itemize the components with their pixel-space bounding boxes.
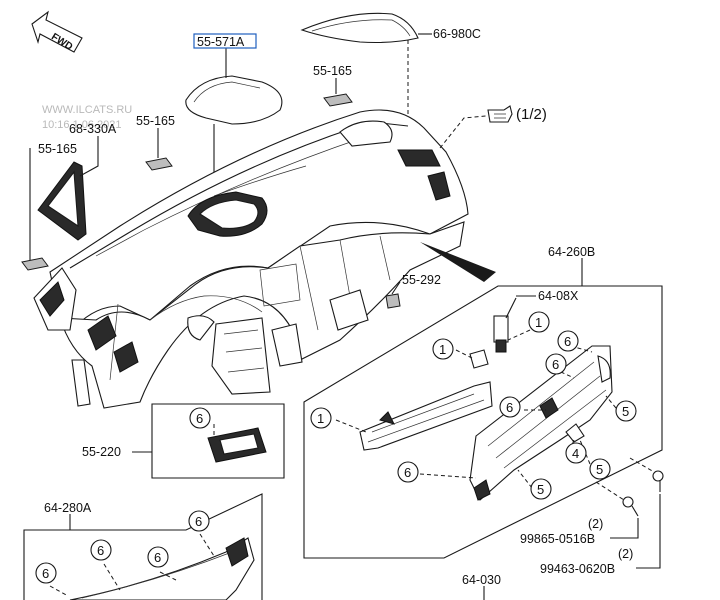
label-66-980c[interactable]: 66-980C bbox=[433, 27, 481, 41]
svg-text:6: 6 bbox=[196, 411, 203, 426]
part-glovebox-body[interactable] bbox=[469, 345, 613, 501]
dash-callout-1-top bbox=[507, 329, 531, 341]
label-55-220[interactable]: 55-220 bbox=[82, 445, 121, 459]
box-64-280a bbox=[23, 493, 263, 600]
dash-page-ref bbox=[439, 115, 487, 149]
label-64-260b[interactable]: 64-260B bbox=[548, 245, 595, 259]
svg-text:6: 6 bbox=[552, 357, 559, 372]
callout-1[interactable]: 1 bbox=[310, 407, 332, 429]
dash-callout-1-mid bbox=[455, 349, 473, 359]
part-64-280a-undercover[interactable] bbox=[69, 537, 255, 600]
svg-text:5: 5 bbox=[537, 482, 544, 497]
dash-64-280a-d bbox=[49, 585, 69, 597]
svg-text:6: 6 bbox=[195, 514, 202, 529]
qty-99463: (2) bbox=[618, 547, 633, 561]
leader-99865 bbox=[610, 518, 639, 539]
page-ref-label: (1/2) bbox=[516, 106, 547, 123]
callout-6[interactable]: 6 bbox=[35, 562, 57, 584]
label-55-165-mid[interactable]: 55-165 bbox=[136, 114, 175, 128]
pointing-hand-icon bbox=[487, 105, 513, 123]
watermark-time: 10:16 1.06.2021 bbox=[42, 119, 122, 131]
callout-6[interactable]: 6 bbox=[545, 353, 567, 375]
dash-callout-5-c bbox=[517, 469, 533, 489]
label-55-165-top[interactable]: 55-165 bbox=[313, 64, 352, 78]
part-68-330a-trim[interactable] bbox=[37, 161, 87, 241]
callout-6[interactable]: 6 bbox=[188, 510, 210, 532]
qty-99865: (2) bbox=[588, 517, 603, 531]
callout-1[interactable]: 1 bbox=[528, 311, 550, 333]
label-64-030[interactable]: 64-030 bbox=[462, 573, 501, 587]
label-64-280a[interactable]: 64-280A bbox=[44, 501, 92, 515]
svg-text:1: 1 bbox=[535, 315, 542, 330]
part-55-165-pad-left[interactable] bbox=[21, 257, 49, 271]
callout-6[interactable]: 6 bbox=[189, 407, 211, 429]
part-glovebox-lining[interactable] bbox=[359, 381, 493, 451]
svg-text:5: 5 bbox=[622, 404, 629, 419]
label-55-165-left[interactable]: 55-165 bbox=[38, 142, 77, 156]
watermark-site: WWW.ILCATS.RU bbox=[42, 104, 132, 116]
callout-5[interactable]: 5 bbox=[589, 458, 611, 480]
svg-text:6: 6 bbox=[506, 400, 513, 415]
box-55-220 bbox=[132, 403, 285, 479]
callout-5[interactable]: 5 bbox=[530, 478, 552, 500]
leader-68-330a bbox=[79, 136, 99, 177]
part-55-571a-cover[interactable] bbox=[185, 75, 283, 125]
part-stopper-clip[interactable] bbox=[469, 349, 489, 369]
label-55-571a[interactable]: 55-571A bbox=[197, 35, 245, 49]
callout-1[interactable]: 1 bbox=[432, 338, 454, 360]
label-68-330a[interactable]: 68-330A bbox=[69, 122, 117, 136]
svg-text:6: 6 bbox=[404, 465, 411, 480]
dash-callout-6-c bbox=[563, 343, 593, 353]
label-99463[interactable]: 99463-0620B bbox=[540, 562, 615, 576]
callout-6[interactable]: 6 bbox=[90, 539, 112, 561]
svg-text:6: 6 bbox=[97, 543, 104, 558]
svg-text:1: 1 bbox=[317, 411, 324, 426]
dash-99463 bbox=[629, 457, 655, 473]
part-99463-bolt[interactable] bbox=[652, 470, 664, 492]
instrument-panel-assembly[interactable] bbox=[33, 109, 469, 409]
svg-text:1: 1 bbox=[439, 342, 446, 357]
box-64-260b bbox=[303, 258, 663, 559]
part-99865-bolt[interactable] bbox=[622, 496, 639, 517]
part-55-165-pad-top[interactable] bbox=[323, 93, 353, 107]
highlight-box-55-571a bbox=[193, 33, 257, 49]
callout-6[interactable]: 6 bbox=[499, 396, 521, 418]
svg-text:4: 4 bbox=[572, 446, 579, 461]
callout-4[interactable]: 4 bbox=[565, 442, 587, 464]
svg-text:6: 6 bbox=[564, 334, 571, 349]
leader-99463 bbox=[636, 494, 661, 569]
part-64-08x-damper[interactable] bbox=[493, 297, 517, 353]
dash-callout-6-b bbox=[419, 473, 477, 479]
label-64-08x[interactable]: 64-08X bbox=[538, 289, 579, 303]
dash-64-280a-c bbox=[103, 563, 121, 591]
svg-text:6: 6 bbox=[42, 566, 49, 581]
dash-64-280a-a bbox=[199, 533, 215, 557]
label-99865[interactable]: 99865-0516B bbox=[520, 532, 595, 546]
callout-6[interactable]: 6 bbox=[397, 461, 419, 483]
part-55-292-clip[interactable] bbox=[385, 293, 401, 309]
page-ref[interactable]: (1/2) bbox=[439, 105, 547, 149]
part-55-165-pad-mid[interactable] bbox=[145, 157, 173, 171]
leader-55-292 bbox=[391, 281, 401, 295]
dash-callout-5-b bbox=[579, 439, 591, 465]
callout-5[interactable]: 5 bbox=[615, 400, 637, 422]
part-66-980c-trim[interactable] bbox=[300, 12, 419, 44]
svg-text:6: 6 bbox=[154, 550, 161, 565]
dash-99865 bbox=[595, 481, 625, 501]
svg-text:5: 5 bbox=[596, 462, 603, 477]
dash-callout-5-a bbox=[605, 395, 617, 409]
callout-6[interactable]: 6 bbox=[557, 330, 579, 352]
callout-6[interactable]: 6 bbox=[147, 546, 169, 568]
fwd-arrow-icon: FWD bbox=[31, 10, 83, 53]
dash-callout-1-left bbox=[335, 419, 367, 433]
dash-64-280a-b bbox=[159, 571, 177, 581]
wedge-pointer bbox=[420, 242, 496, 282]
label-55-292[interactable]: 55-292 bbox=[402, 273, 441, 287]
